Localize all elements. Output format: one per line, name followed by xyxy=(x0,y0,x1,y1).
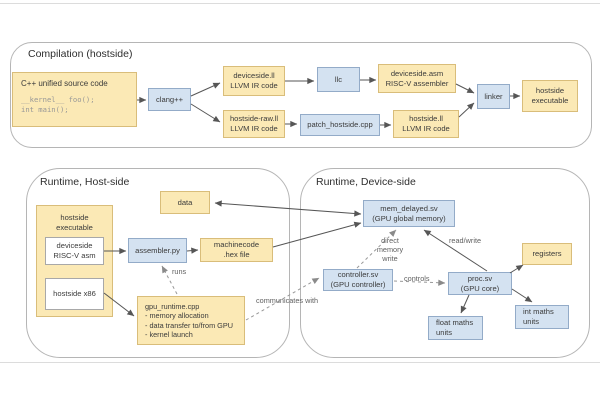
group-title-runtime-device: Runtime, Device-side xyxy=(316,176,416,188)
cpp-source-code: __kernel__ foo();int main(); xyxy=(21,95,95,114)
hostside-raw-ll-line1: hostside-raw.ll xyxy=(229,114,279,124)
node-cpp-unified-source: C++ unified source code __kernel__ foo()… xyxy=(12,72,137,127)
deviceside-asm-line2: RISC-V assembler xyxy=(385,78,449,88)
machinecode-line2: .hex file xyxy=(223,250,250,259)
linker-label: linker xyxy=(484,91,503,101)
page-top-border xyxy=(0,3,600,4)
cpp-code-line1: __kernel__ foo(); xyxy=(21,95,95,105)
proc-line1: proc.sv xyxy=(467,273,493,283)
group-title-compilation: Compilation (hostside) xyxy=(28,48,133,60)
cpp-source-title: C++ unified source code xyxy=(21,79,108,88)
node-assembler-py: assembler.py xyxy=(128,238,187,263)
node-machinecode-hex: machinecode .hex file xyxy=(200,238,273,262)
dmw-line1: direct xyxy=(381,236,399,245)
dmw-line2: memory xyxy=(376,245,404,254)
hostside-exec-c-line1: hostside xyxy=(535,86,565,96)
node-data: data xyxy=(160,191,210,214)
node-linker: linker xyxy=(477,84,510,109)
node-deviceside-asm: deviceside.asm RISC-V assembler xyxy=(378,64,456,93)
node-int-maths-units: int maths units xyxy=(515,305,569,329)
node-mem-delayed: mem_delayed.sv (GPU global memory) xyxy=(363,200,455,227)
float-units-line2: units xyxy=(436,328,453,337)
dmw-line3: write xyxy=(382,254,398,263)
mem-delayed-line1: mem_delayed.sv xyxy=(380,203,438,213)
node-patch-hostside: patch_hostside.cpp xyxy=(300,114,380,136)
edge-label-communicates-with: communicates with xyxy=(256,296,319,305)
registers-label: registers xyxy=(532,249,562,259)
machinecode-line1: machinecode xyxy=(213,240,260,250)
hostside-raw-ll-line2: LLVM IR code xyxy=(230,124,278,133)
group-title-runtime-host: Runtime, Host-side xyxy=(40,176,130,188)
hostside-x86-label: hostside x86 xyxy=(53,289,96,299)
clang-label: clang++ xyxy=(155,94,184,104)
mem-delayed-line2: (GPU global memory) xyxy=(372,213,446,223)
node-proc: proc.sv (GPU core) xyxy=(448,272,512,295)
node-hostside-ll: hostside.ll LLVM IR code xyxy=(393,110,459,138)
node-clang: clang++ xyxy=(148,88,191,111)
cpp-code-line2: int main(); xyxy=(21,104,69,114)
gpu-runtime-line4: - kernel launch xyxy=(145,329,193,339)
assembler-py-label: assembler.py xyxy=(135,245,180,255)
gpu-runtime-line2: - memory allocation xyxy=(145,311,209,321)
edge-label-controls: controls xyxy=(404,274,430,283)
controller-line1: controller.sv xyxy=(337,270,379,280)
node-gpu-runtime: gpu_runtime.cpp - memory allocation - da… xyxy=(137,296,245,345)
node-float-maths-units: float maths units xyxy=(428,316,483,340)
node-controller: controller.sv (GPU controller) xyxy=(323,269,393,291)
edge-label-direct-memory-write: direct memory write xyxy=(371,236,409,263)
float-units-line1: float maths xyxy=(436,318,474,328)
edge-label-read-write: read/write xyxy=(449,236,482,245)
data-label: data xyxy=(177,197,193,207)
node-deviceside-riscv-asm: deviceside RISC-V asm xyxy=(45,237,104,265)
node-llc: llc xyxy=(317,67,360,92)
node-hostside-raw-ll: hostside-raw.ll LLVM IR code xyxy=(223,110,285,138)
edge-label-runs: runs xyxy=(172,267,187,276)
hostside-ll-line2: LLVM IR code xyxy=(402,124,450,133)
page-bottom-border xyxy=(0,362,600,363)
deviceside-riscv-line2: RISC-V asm xyxy=(53,251,96,260)
int-units-line1: int maths xyxy=(523,307,554,317)
gpu-runtime-line1: gpu_runtime.cpp xyxy=(145,302,200,311)
hostside-exec-c-line2: executable xyxy=(531,96,569,105)
node-registers: registers xyxy=(522,243,572,265)
controller-line2: (GPU controller) xyxy=(330,280,386,289)
deviceside-riscv-line1: deviceside xyxy=(56,241,93,251)
patch-hostside-label: patch_hostside.cpp xyxy=(307,120,373,130)
gpu-runtime-line3: - data transfer to/from GPU xyxy=(145,320,233,330)
deviceside-ll-line1: deviceside.ll xyxy=(233,71,275,81)
hostside-exec-r-line1: hostside xyxy=(60,213,89,222)
int-units-line2: units xyxy=(523,317,540,326)
deviceside-asm-line1: deviceside.asm xyxy=(390,68,444,78)
node-hostside-executable-compiled: hostside executable xyxy=(522,80,578,112)
llc-label: llc xyxy=(334,74,343,84)
node-deviceside-ll: deviceside.ll LLVM IR code xyxy=(223,66,285,96)
hostside-exec-r-line2: executable xyxy=(56,222,93,232)
deviceside-ll-line2: LLVM IR code xyxy=(230,81,278,90)
hostside-ll-line1: hostside.ll xyxy=(409,114,443,124)
proc-line2: (GPU core) xyxy=(460,283,500,293)
node-hostside-x86: hostside x86 xyxy=(45,278,104,310)
